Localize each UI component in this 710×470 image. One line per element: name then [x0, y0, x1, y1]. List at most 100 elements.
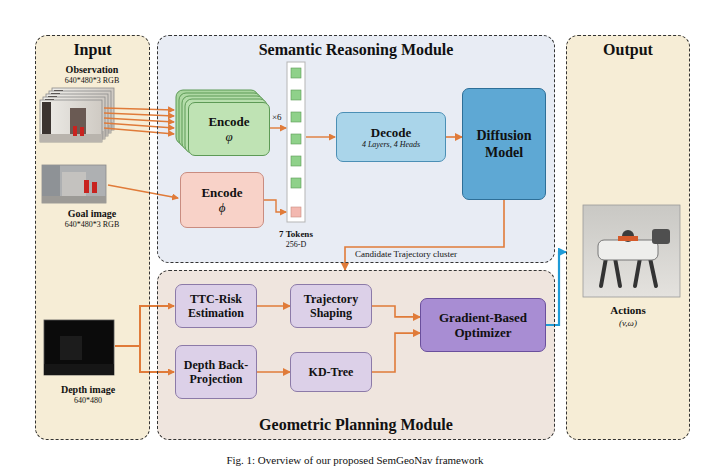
token	[291, 134, 301, 144]
panel-heading: Input	[36, 40, 149, 59]
flow-line	[115, 306, 174, 346]
depth-frame	[44, 320, 114, 375]
input-size: 640*480*3 RGB	[65, 76, 119, 86]
box-text: Gradient-Based Optimizer	[424, 310, 542, 340]
connector	[446, 136, 462, 138]
box-text: Decode4 Layers, 4 Heads	[340, 125, 442, 150]
box-subtitle: 4 Layers, 4 Heads	[340, 140, 442, 150]
box-text: Diffusion Model	[466, 127, 542, 161]
input-size: 640*480	[74, 396, 102, 406]
box-title: KD-Tree	[294, 365, 368, 379]
process-box: TTC-Risk Estimation	[175, 284, 257, 328]
token	[291, 68, 301, 78]
box-title: Trajectory Shaping	[294, 292, 368, 320]
geometric-module: Geometric Planning Module TTC-Risk Estima…	[157, 270, 555, 440]
encoder-box: Encodeφ	[188, 102, 270, 156]
robot-body	[598, 240, 658, 260]
flow-line	[104, 128, 174, 134]
box-text: Depth Back-Projection	[179, 358, 253, 386]
goal-door	[62, 172, 86, 196]
connector	[546, 252, 566, 325]
panel-heading: Output	[567, 40, 689, 59]
semantic-module: Semantic Reasoning ModuleEncodeφEncodeϕD…	[157, 35, 555, 263]
connector	[372, 306, 420, 317]
robot-frame	[583, 205, 680, 297]
optimizer-box: Gradient-Based Optimizer	[420, 298, 546, 352]
token-count: 7 Tokens	[279, 229, 313, 240]
token-dim: 256-D	[286, 240, 306, 250]
goal-floor	[42, 196, 106, 203]
box-title: Encode	[184, 185, 260, 200]
decoder-box: Decode4 Layers, 4 Heads	[336, 112, 446, 162]
goal-photo	[42, 165, 106, 203]
robot-head	[652, 229, 670, 244]
box-title: Encode	[192, 114, 266, 129]
input-panel: Input	[35, 35, 150, 440]
box-title: TTC-Risk Estimation	[179, 292, 253, 320]
flow-line	[270, 127, 286, 128]
token-column	[287, 62, 305, 222]
input-name: Goal image	[68, 208, 117, 220]
connector	[345, 200, 504, 270]
input-name: Depth image	[61, 384, 115, 396]
box-title: Diffusion Model	[466, 127, 542, 161]
token	[291, 207, 301, 217]
box-title: Gradient-Based Optimizer	[424, 310, 542, 340]
process-box: KD-Tree	[290, 352, 372, 392]
depth-region	[60, 336, 82, 360]
box-text: Encodeϕ	[184, 185, 260, 215]
box-subtitle: ϕ	[184, 200, 260, 215]
connector	[372, 333, 420, 372]
connector	[257, 371, 290, 373]
robot-mount	[618, 236, 638, 241]
observation-photo	[40, 100, 102, 142]
box-text: TTC-Risk Estimation	[179, 292, 253, 320]
encoder-box: Encodeϕ	[180, 172, 264, 228]
flow-line	[104, 113, 174, 116]
input-name: Observation	[66, 64, 119, 76]
connector-label: Candidate Trajectory cluster	[353, 249, 459, 260]
box-text: Encodeφ	[192, 114, 266, 144]
depth-floor	[44, 364, 114, 375]
robot-leg	[650, 258, 656, 286]
flow-line	[104, 118, 174, 122]
depth-photo	[44, 320, 114, 375]
panel-heading: Semantic Reasoning Module	[158, 40, 554, 59]
flow-line	[104, 123, 174, 128]
output-name: Actions	[610, 304, 645, 317]
token-strip	[287, 62, 305, 222]
input-size: 640*480*3 RGB	[65, 220, 119, 230]
process-box: Depth Back-Projection	[175, 345, 257, 399]
diffusion-box: Diffusion Model	[462, 88, 546, 200]
box-title: Decode	[340, 125, 442, 140]
box-text: KD-Tree	[294, 365, 368, 379]
goal-extinguisher	[84, 180, 89, 193]
token	[291, 112, 301, 122]
goal-extinguisher	[92, 182, 97, 193]
robot-leg	[635, 258, 640, 286]
process-box: Trajectory Shaping	[290, 284, 372, 328]
token	[291, 156, 301, 166]
robot-leg	[601, 258, 606, 286]
goal-frame	[42, 165, 106, 203]
robot-photo	[583, 205, 680, 297]
flow-line	[104, 108, 174, 110]
robot-leg	[615, 258, 620, 286]
output-panel: Output	[566, 35, 690, 440]
output-symbol: (v,ω)	[619, 318, 637, 329]
box-subtitle: φ	[192, 129, 266, 144]
box-text: Trajectory Shaping	[294, 292, 368, 320]
multiplier: ×6	[272, 112, 282, 123]
panel-heading: Geometric Planning Module	[158, 415, 554, 434]
token	[291, 90, 301, 100]
connector	[257, 305, 290, 307]
token	[291, 178, 301, 188]
flow-line	[306, 136, 335, 137]
flow-line	[264, 200, 286, 212]
box-title: Depth Back-Projection	[179, 358, 253, 386]
